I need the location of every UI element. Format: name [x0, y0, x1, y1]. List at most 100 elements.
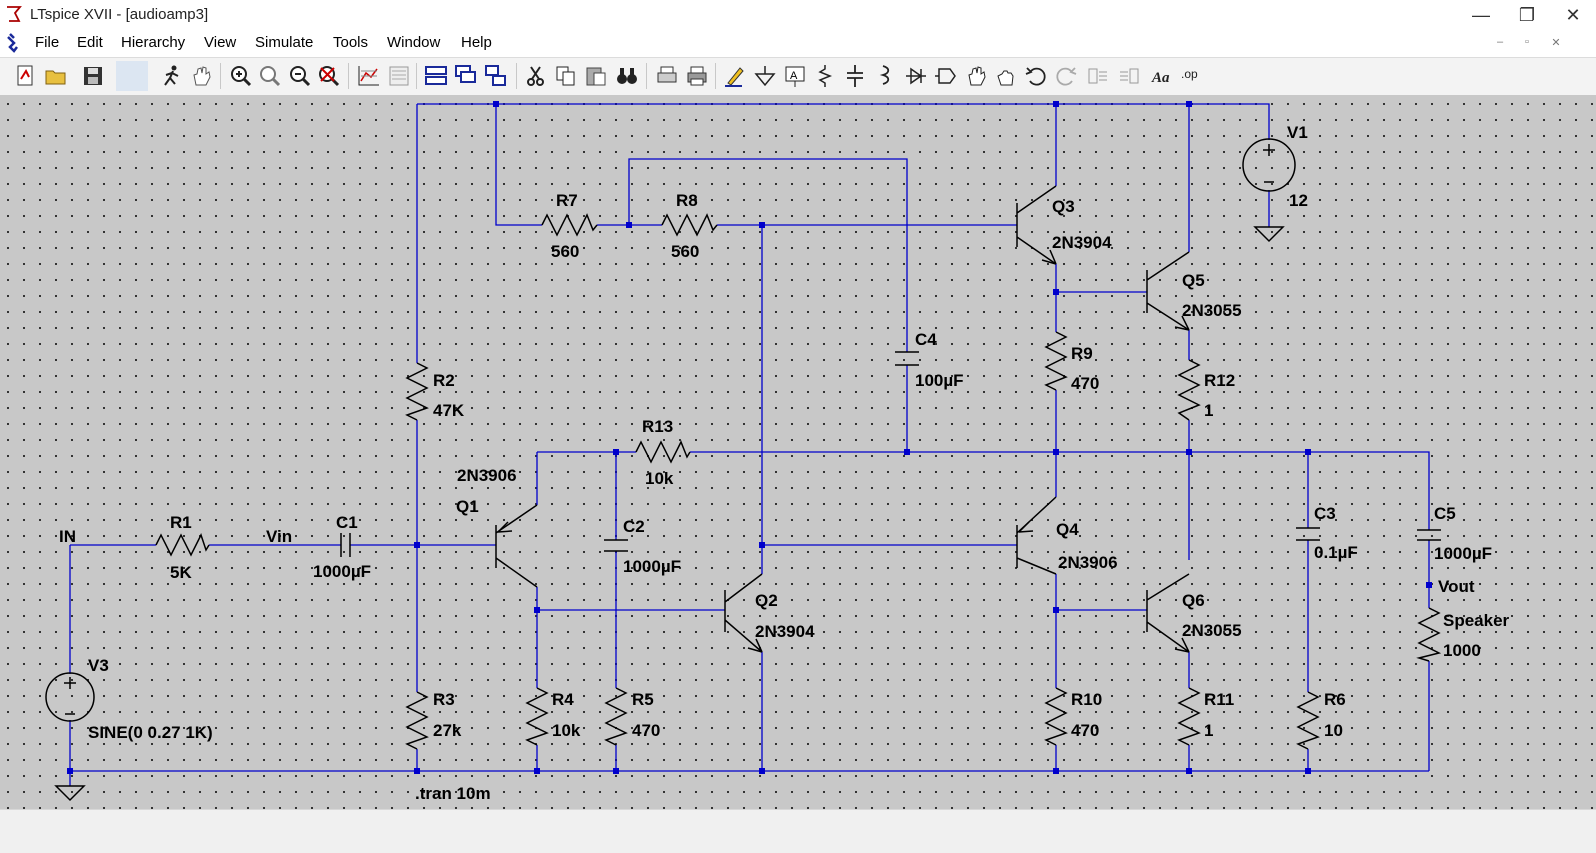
menu-tools[interactable]: Tools [333, 34, 369, 51]
tile-horizontal-icon[interactable] [423, 63, 449, 89]
cut-icon[interactable] [523, 63, 549, 89]
Q6-name: Q6 [1182, 591, 1205, 610]
R8-name: R8 [676, 191, 698, 210]
tile-vertical-icon[interactable] [483, 63, 509, 89]
C2-name: C2 [623, 517, 645, 536]
Q2-value: 2N3904 [755, 622, 815, 641]
R3-value: 27k [433, 721, 462, 740]
ground-symbol-V1 [1253, 226, 1285, 243]
schematic-doc-icon[interactable] [4, 32, 26, 54]
copy-icon[interactable] [553, 63, 579, 89]
C5-name: C5 [1434, 504, 1456, 523]
transistor-Q3 [1016, 185, 1057, 265]
capacitor-C3 [1296, 527, 1320, 541]
capacitor-C1 [340, 533, 351, 557]
text-icon[interactable]: Aa [1150, 63, 1176, 89]
schematic-canvas[interactable]: V1 12 V3 SINE(0 0.27 1K) R7 560 R8 560 R… [0, 95, 1596, 809]
drag-icon[interactable] [993, 63, 1019, 89]
R4-name: R4 [552, 690, 574, 709]
menu-hierarchy[interactable]: Hierarchy [121, 34, 186, 51]
menu-simulate[interactable]: Simulate [255, 34, 314, 51]
Q1-value: 2N3906 [457, 466, 517, 485]
Q5-value: 2N3055 [1182, 301, 1242, 320]
voltage-source-V1 [1242, 138, 1296, 192]
R7-name: R7 [556, 191, 578, 210]
blank-icon[interactable] [116, 61, 148, 91]
cascade-icon[interactable] [453, 63, 479, 89]
paste-icon[interactable] [583, 63, 609, 89]
Q4-name: Q4 [1056, 520, 1079, 539]
resistor-R4 [525, 687, 549, 746]
R13-value: 10k [645, 469, 674, 488]
print-setup-icon[interactable] [654, 63, 680, 89]
find-icon[interactable] [614, 63, 640, 89]
undo-icon[interactable] [1023, 63, 1049, 89]
resistor-R8 [661, 213, 718, 237]
ltspice-app-icon [7, 6, 22, 22]
component-icon[interactable] [933, 63, 959, 89]
ground-icon[interactable] [752, 63, 778, 89]
minimize-button[interactable]: — [1472, 5, 1490, 25]
wires [69, 103, 1430, 786]
child-close-button[interactable]: ✕ [1551, 37, 1561, 49]
menu-bar: File Edit Hierarchy View Simulate Tools … [0, 30, 1596, 57]
zoom-out-icon[interactable] [287, 63, 313, 89]
pan-icon[interactable] [257, 63, 283, 89]
R1-value: 5K [170, 563, 192, 582]
V3-name: V3 [88, 656, 109, 675]
transistor-Q2 [724, 573, 763, 653]
R6-name: R6 [1324, 690, 1346, 709]
open-icon[interactable] [43, 63, 69, 89]
draw-wire-icon[interactable] [722, 63, 748, 89]
print-icon[interactable] [684, 63, 710, 89]
redo-icon[interactable] [1053, 63, 1079, 89]
R9-name: R9 [1071, 344, 1093, 363]
resistor-icon[interactable] [812, 63, 838, 89]
R1-name: R1 [170, 513, 192, 532]
R7-value: 560 [551, 242, 579, 261]
child-minimize-button[interactable]: – [1496, 36, 1504, 48]
transistor-symbols [495, 185, 1190, 653]
run-icon[interactable] [158, 63, 184, 89]
R3-name: R3 [433, 690, 455, 709]
resistor-R3 [405, 691, 429, 750]
menu-file[interactable]: File [35, 34, 60, 51]
pick-visible-traces-icon[interactable] [386, 63, 412, 89]
rotate-icon[interactable] [1085, 63, 1111, 89]
close-button[interactable]: ✕ [1565, 5, 1581, 25]
resistor-symbols [155, 213, 1442, 750]
halt-icon[interactable] [188, 63, 214, 89]
capacitor-C4 [895, 351, 919, 366]
new-schematic-icon[interactable] [12, 63, 38, 89]
net-label-vout: Vout [1438, 577, 1475, 596]
C3-value: 0.1µF [1314, 543, 1358, 562]
capacitor-icon[interactable] [842, 63, 868, 89]
menu-help[interactable]: Help [461, 34, 492, 51]
child-restore-button[interactable]: ▫ [1525, 36, 1529, 48]
mirror-icon[interactable] [1116, 63, 1142, 89]
move-icon[interactable] [963, 63, 989, 89]
inductor-icon[interactable] [872, 63, 898, 89]
spice-directive-icon[interactable]: .op [1180, 63, 1206, 89]
R13-name: R13 [642, 417, 673, 436]
R5-value: 470 [632, 721, 660, 740]
Q3-name: Q3 [1052, 197, 1075, 216]
net-label-vin: Vin [266, 527, 292, 546]
restore-button[interactable]: ❐ [1518, 5, 1536, 25]
menu-window[interactable]: Window [387, 34, 441, 51]
capacitor-C5 [1417, 529, 1441, 541]
zoom-fit-icon[interactable] [316, 63, 342, 89]
menu-view[interactable]: View [204, 34, 237, 51]
R12-name: R12 [1204, 371, 1235, 390]
diode-icon[interactable] [903, 63, 929, 89]
voltage-source-V3 [45, 672, 95, 722]
R2-name: R2 [433, 371, 455, 390]
menu-edit[interactable]: Edit [77, 34, 103, 51]
label-net-icon[interactable]: A [782, 63, 808, 89]
resistor-R9 [1044, 331, 1068, 391]
svg-text:.op: .op [1181, 67, 1198, 81]
save-icon[interactable] [80, 63, 106, 89]
zoom-in-icon[interactable] [228, 63, 254, 89]
autorange-icon[interactable] [356, 63, 382, 89]
Q6-value: 2N3055 [1182, 621, 1242, 640]
